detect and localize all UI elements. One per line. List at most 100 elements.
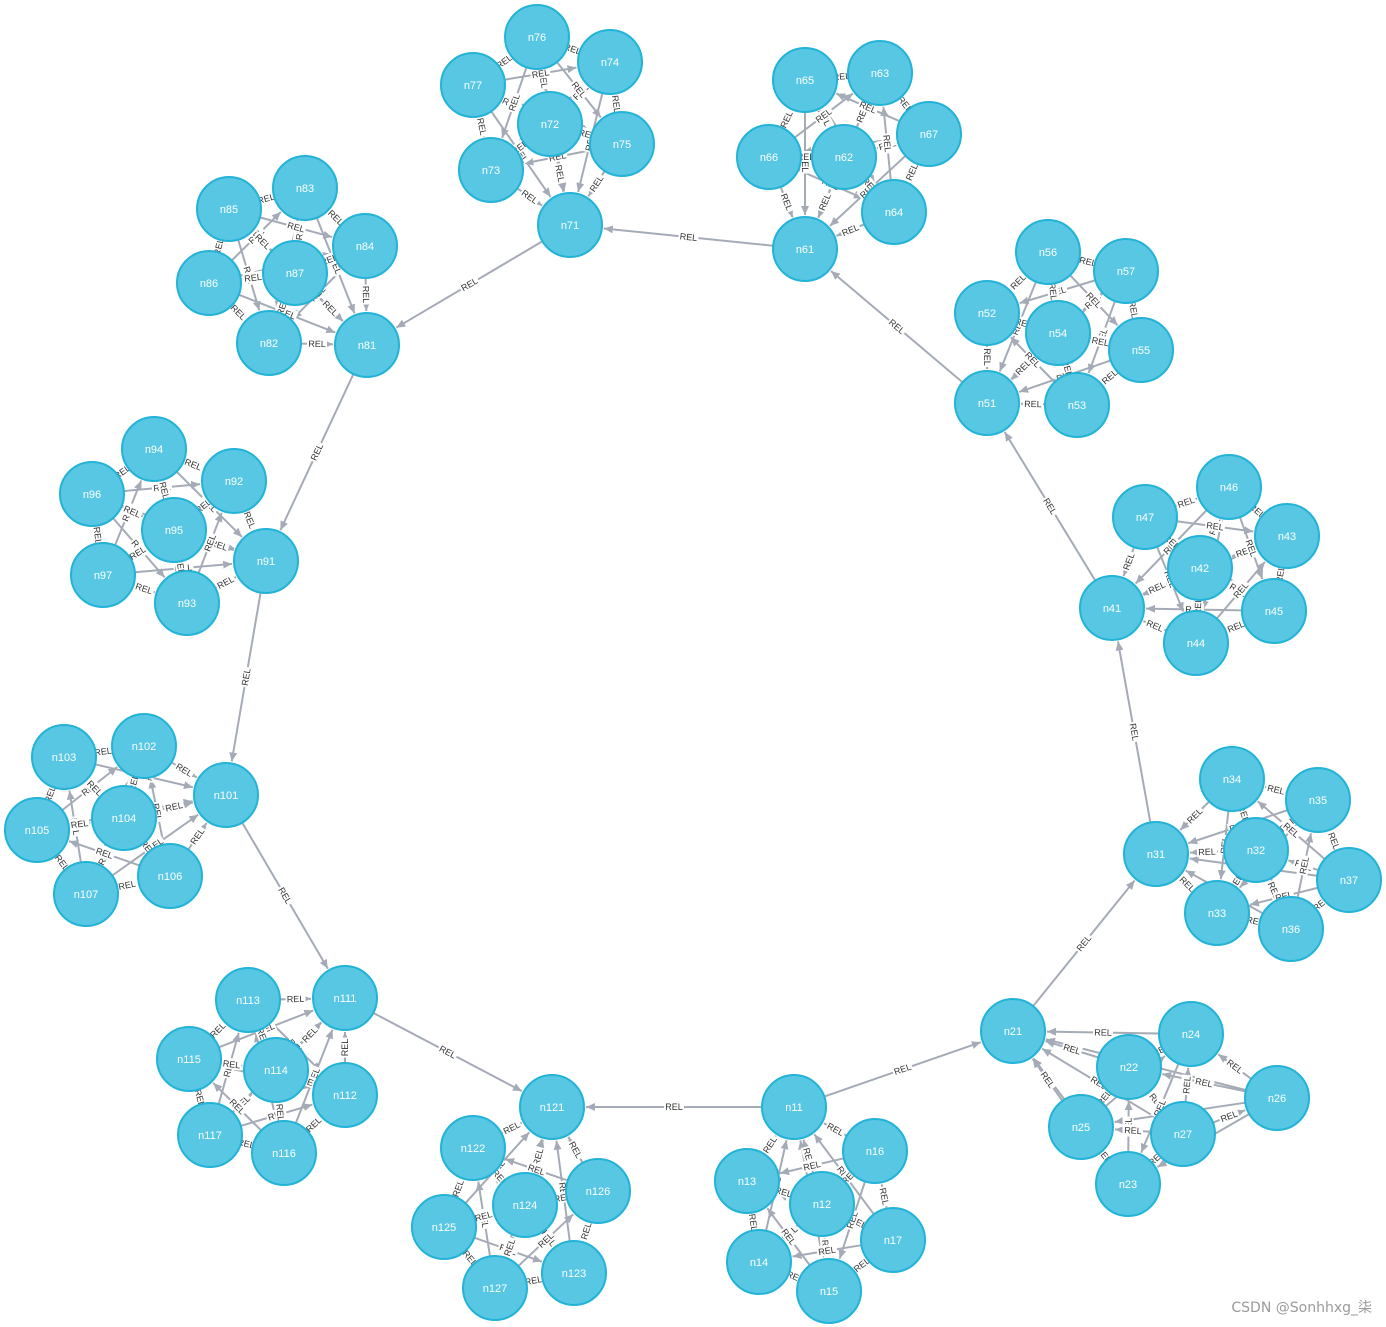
svg-text:REL: REL xyxy=(134,581,154,596)
node-n125[interactable]: n125 xyxy=(411,1194,477,1260)
node-n95[interactable]: n95 xyxy=(141,497,207,563)
node-n115[interactable]: n115 xyxy=(156,1026,222,1092)
node-n72[interactable]: n72 xyxy=(517,91,583,157)
node-n16[interactable]: n16 xyxy=(842,1118,908,1184)
node-n33[interactable]: n33 xyxy=(1184,880,1250,946)
node-label: n42 xyxy=(1191,563,1209,575)
svg-text:REL: REL xyxy=(832,71,850,83)
node-n91[interactable]: n91 xyxy=(233,528,299,594)
node-n66[interactable]: n66 xyxy=(736,124,802,190)
node-n75[interactable]: n75 xyxy=(589,111,655,177)
node-n62[interactable]: n62 xyxy=(811,124,877,190)
node-n35[interactable]: n35 xyxy=(1285,767,1351,833)
node-n81[interactable]: n81 xyxy=(334,312,400,378)
node-n92[interactable]: n92 xyxy=(201,448,267,514)
node-n107[interactable]: n107 xyxy=(53,861,119,927)
node-label: n106 xyxy=(158,871,182,883)
edge-label-n36-n35: REL xyxy=(1296,854,1312,877)
edge-label-n42-n41: REL xyxy=(1145,577,1169,597)
node-n11[interactable]: n11 xyxy=(761,1074,827,1140)
edge-label-n81-n91: REL xyxy=(307,440,326,464)
node-n101[interactable]: n101 xyxy=(193,762,259,828)
node-n55[interactable]: n55 xyxy=(1108,317,1174,383)
node-n63[interactable]: n63 xyxy=(847,40,913,106)
node-n83[interactable]: n83 xyxy=(272,155,338,221)
edge-label-n71-n81: REL xyxy=(457,274,481,294)
node-n122[interactable]: n122 xyxy=(440,1115,506,1181)
node-n76[interactable]: n76 xyxy=(504,4,570,70)
node-n45[interactable]: n45 xyxy=(1241,578,1307,644)
node-n113[interactable]: n113 xyxy=(215,967,281,1033)
node-n23[interactable]: n23 xyxy=(1095,1151,1161,1217)
node-n67[interactable]: n67 xyxy=(896,101,962,167)
node-n53[interactable]: n53 xyxy=(1044,372,1110,438)
node-label: n62 xyxy=(835,152,853,164)
node-n94[interactable]: n94 xyxy=(121,416,187,482)
node-n123[interactable]: n123 xyxy=(541,1240,607,1306)
edge-label-n16-n13: REL xyxy=(800,1157,823,1173)
node-n102[interactable]: n102 xyxy=(111,713,177,779)
node-label: n23 xyxy=(1119,1179,1137,1191)
node-n117[interactable]: n117 xyxy=(177,1102,243,1168)
node-n112[interactable]: n112 xyxy=(312,1062,378,1128)
node-n54[interactable]: n54 xyxy=(1025,300,1091,366)
node-n46[interactable]: n46 xyxy=(1196,454,1262,520)
svg-text:REL: REL xyxy=(117,878,136,891)
node-n103[interactable]: n103 xyxy=(31,724,97,790)
node-n43[interactable]: n43 xyxy=(1254,503,1320,569)
node-n74[interactable]: n74 xyxy=(577,29,643,95)
node-n44[interactable]: n44 xyxy=(1163,610,1229,676)
node-n84[interactable]: n84 xyxy=(332,213,398,279)
node-label: n34 xyxy=(1223,774,1241,786)
node-n127[interactable]: n127 xyxy=(462,1255,528,1321)
node-n105[interactable]: n105 xyxy=(4,797,70,863)
node-n21[interactable]: n21 xyxy=(980,998,1046,1064)
node-n24[interactable]: n24 xyxy=(1158,1001,1224,1067)
node-n85[interactable]: n85 xyxy=(196,176,262,242)
node-n13[interactable]: n13 xyxy=(714,1148,780,1214)
node-n52[interactable]: n52 xyxy=(954,280,1020,346)
node-n27[interactable]: n27 xyxy=(1150,1101,1216,1167)
node-n31[interactable]: n31 xyxy=(1123,821,1189,887)
node-n32[interactable]: n32 xyxy=(1223,817,1289,883)
node-n65[interactable]: n65 xyxy=(772,47,838,113)
node-n86[interactable]: n86 xyxy=(176,250,242,316)
node-n56[interactable]: n56 xyxy=(1015,219,1081,285)
node-n96[interactable]: n96 xyxy=(59,461,125,527)
node-n104[interactable]: n104 xyxy=(91,785,157,851)
node-n73[interactable]: n73 xyxy=(458,137,524,203)
edge-label-n22-n21: REL xyxy=(1060,1040,1084,1058)
node-n64[interactable]: n64 xyxy=(861,179,927,245)
node-n82[interactable]: n82 xyxy=(236,310,302,376)
node-n126[interactable]: n126 xyxy=(565,1158,631,1224)
node-n22[interactable]: n22 xyxy=(1096,1034,1162,1100)
node-n124[interactable]: n124 xyxy=(492,1172,558,1238)
node-n61[interactable]: n61 xyxy=(772,216,838,282)
node-label: n93 xyxy=(178,598,196,610)
node-n116[interactable]: n116 xyxy=(251,1120,317,1186)
node-n25[interactable]: n25 xyxy=(1048,1094,1114,1160)
node-n41[interactable]: n41 xyxy=(1079,575,1145,641)
node-n93[interactable]: n93 xyxy=(154,570,220,636)
node-n77[interactable]: n77 xyxy=(440,52,506,118)
node-n26[interactable]: n26 xyxy=(1244,1065,1310,1131)
node-n51[interactable]: n51 xyxy=(954,370,1020,436)
node-n97[interactable]: n97 xyxy=(70,542,136,608)
node-n106[interactable]: n106 xyxy=(137,843,203,909)
node-n34[interactable]: n34 xyxy=(1199,746,1265,812)
node-n47[interactable]: n47 xyxy=(1112,484,1178,550)
node-n71[interactable]: n71 xyxy=(537,192,603,258)
node-n114[interactable]: n114 xyxy=(243,1037,309,1103)
node-n36[interactable]: n36 xyxy=(1258,896,1324,962)
node-n111[interactable]: n111 xyxy=(312,965,378,1031)
node-n15[interactable]: n15 xyxy=(796,1258,862,1324)
node-label: n72 xyxy=(541,119,559,131)
node-n17[interactable]: n17 xyxy=(860,1207,926,1273)
node-n37[interactable]: n37 xyxy=(1316,847,1382,913)
node-n87[interactable]: n87 xyxy=(262,240,328,306)
node-n12[interactable]: n12 xyxy=(789,1171,855,1237)
node-n42[interactable]: n42 xyxy=(1167,535,1233,601)
node-n121[interactable]: n121 xyxy=(519,1074,585,1140)
node-n57[interactable]: n57 xyxy=(1093,238,1159,304)
node-n14[interactable]: n14 xyxy=(726,1229,792,1295)
